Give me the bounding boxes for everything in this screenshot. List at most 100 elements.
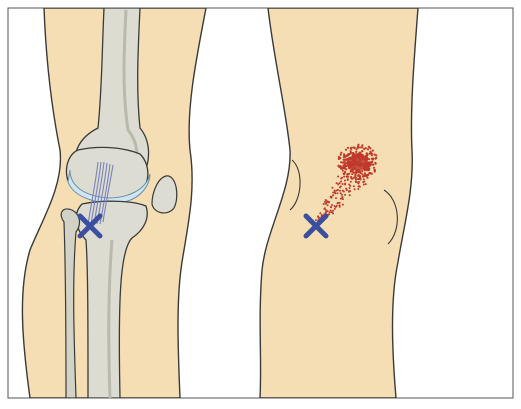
referral-dot: [355, 181, 357, 183]
referral-dot: [368, 172, 370, 174]
referral-dot: [360, 146, 362, 148]
referral-dot: [338, 156, 340, 158]
referral-dot: [350, 181, 352, 183]
referral-dot: [372, 158, 374, 160]
referral-dot: [349, 187, 351, 189]
referral-dot: [353, 172, 355, 174]
referral-dot: [362, 181, 364, 183]
referral-dot: [363, 184, 365, 186]
referral-dot: [345, 149, 347, 151]
referral-dot: [354, 188, 356, 190]
referral-dot: [330, 206, 332, 208]
referral-dot: [325, 212, 327, 214]
referral-dot: [334, 190, 336, 192]
referral-dot: [331, 211, 333, 213]
referral-dot: [374, 158, 376, 160]
referral-dot: [361, 150, 363, 152]
referral-dot: [350, 176, 352, 178]
referral-dot: [363, 178, 365, 180]
referral-dot: [349, 194, 351, 196]
referral-dot: [315, 219, 317, 221]
referral-dot: [355, 177, 357, 179]
referral-dot: [364, 172, 366, 174]
referral-core: [349, 153, 367, 171]
referral-dot: [357, 144, 359, 146]
referral-dot: [337, 202, 339, 204]
referral-dot: [355, 148, 357, 150]
referral-dot: [346, 189, 348, 191]
referral-dot: [340, 168, 342, 170]
referral-dot: [340, 178, 342, 180]
referral-dot: [334, 205, 336, 207]
referral-dot: [328, 201, 330, 203]
referral-dot: [365, 183, 367, 185]
referral-dot: [332, 194, 334, 196]
referral-dot: [319, 212, 321, 214]
referral-dot: [337, 176, 339, 178]
referral-dot: [317, 216, 319, 218]
referral-dot: [366, 152, 368, 154]
referral-dot: [339, 190, 341, 192]
referral-dot: [344, 180, 346, 182]
referral-dot: [323, 208, 325, 210]
referral-dot: [343, 159, 345, 161]
referral-dot: [347, 147, 349, 149]
referral-dot: [340, 185, 342, 187]
referral-dot: [371, 173, 373, 175]
anatomical-knee-panel: [22, 8, 206, 398]
referral-dot: [331, 204, 333, 206]
referral-dot: [355, 171, 357, 173]
referral-dot: [344, 171, 346, 173]
referral-dot: [331, 196, 333, 198]
referral-dot: [357, 175, 359, 177]
referral-dot: [336, 192, 338, 194]
referral-dot: [341, 196, 343, 198]
referral-dot: [364, 169, 366, 171]
referral-dot: [343, 191, 345, 193]
referral-dot: [342, 183, 344, 185]
referral-dot: [352, 178, 354, 180]
referral-dot: [340, 181, 342, 183]
referral-dot: [340, 152, 342, 154]
referral-dot: [361, 144, 363, 146]
referral-dot: [361, 170, 363, 172]
referral-dot: [334, 192, 336, 194]
referral-dot: [332, 192, 334, 194]
referral-dot: [363, 148, 365, 150]
referral-dot: [355, 151, 357, 153]
referral-dot: [342, 204, 344, 206]
referral-dot: [348, 173, 350, 175]
referral-dot: [347, 153, 349, 155]
referral-dot: [327, 204, 329, 206]
referral-dot: [361, 173, 363, 175]
referral-dot: [344, 183, 346, 185]
referral-dot: [347, 175, 349, 177]
referral-dot: [328, 213, 330, 215]
referral-dot: [368, 146, 370, 148]
referral-dot: [359, 186, 361, 188]
referral-dot: [354, 147, 356, 149]
referral-dot: [340, 198, 342, 200]
referral-dot: [344, 194, 346, 196]
referral-dot: [358, 183, 360, 185]
referral-dot: [372, 150, 374, 152]
referral-dot: [347, 178, 349, 180]
referral-dot: [375, 163, 377, 165]
referral-dot: [342, 170, 344, 172]
referral-dot: [373, 167, 375, 169]
referral-dot: [348, 191, 350, 193]
referral-dot: [331, 187, 333, 189]
referral-dot: [321, 214, 323, 216]
referral-dot: [342, 198, 344, 200]
referral-dot: [362, 176, 364, 178]
referral-dot: [338, 158, 340, 160]
referral-dot: [364, 175, 366, 177]
referral-dot: [353, 185, 355, 187]
referral-dot: [351, 173, 353, 175]
referral-dot: [325, 199, 327, 201]
referral-dot: [351, 170, 353, 172]
referral-dot: [327, 210, 329, 212]
referral-dot: [337, 189, 339, 191]
referral-dot: [357, 188, 359, 190]
